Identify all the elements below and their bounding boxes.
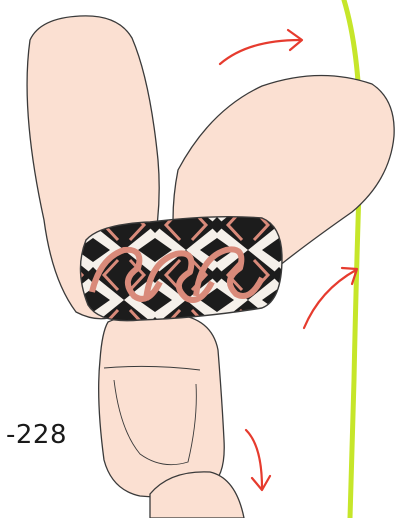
arrow-right-curved-icon (304, 268, 357, 328)
figure-label: -228 (6, 420, 67, 450)
arrow-up-right-icon (220, 30, 302, 64)
arrow-down-icon (246, 430, 270, 490)
palm (99, 314, 225, 497)
